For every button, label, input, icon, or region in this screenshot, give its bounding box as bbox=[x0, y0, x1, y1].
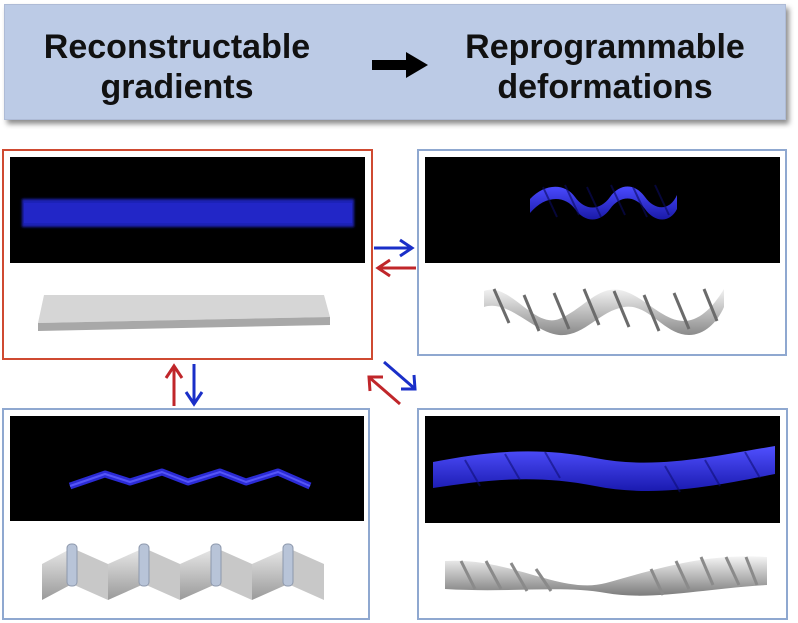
panel-twisted-ribbon bbox=[417, 408, 788, 620]
fluorescence-image-helix bbox=[425, 157, 780, 263]
title-right-line2: deformations bbox=[497, 68, 713, 106]
fluorescence-image-flat bbox=[10, 157, 365, 263]
flat-strip-glow bbox=[22, 199, 354, 227]
helix-glow bbox=[530, 184, 677, 220]
zigzag-glow bbox=[68, 468, 312, 490]
title-right: Reprogrammable deformations bbox=[445, 27, 765, 107]
down-arrow-blue-icon bbox=[184, 364, 204, 407]
panel-helix bbox=[417, 149, 787, 356]
title-left-line1: Reconstructable bbox=[43, 28, 311, 66]
twist-glow bbox=[433, 446, 775, 493]
fluorescence-image-twist bbox=[425, 416, 780, 523]
panel-flat-strip bbox=[2, 149, 373, 360]
flat-strip-model bbox=[38, 295, 330, 331]
left-arrow-red-icon bbox=[375, 258, 416, 278]
down-right-arrow-blue-icon bbox=[383, 360, 417, 391]
right-arrow-icon bbox=[372, 52, 428, 78]
up-arrow-red-icon bbox=[164, 363, 184, 406]
transition-arrows-right bbox=[374, 238, 416, 278]
title-left-line2: gradients bbox=[100, 68, 254, 106]
transition-arrows-diagonal bbox=[367, 360, 417, 406]
helix-model bbox=[484, 288, 724, 336]
title-left: Reconstructable gradients bbox=[27, 27, 327, 107]
title-banner: Reconstructable gradients Reprogrammable… bbox=[4, 4, 786, 120]
twisted-ribbon-model bbox=[445, 556, 767, 596]
title-right-line1: Reprogrammable bbox=[465, 28, 745, 66]
transition-arrows-vertical bbox=[164, 363, 204, 407]
fluorescence-image-zigzag bbox=[10, 416, 364, 521]
panel-zigzag bbox=[2, 408, 370, 620]
up-left-arrow-red-icon bbox=[367, 375, 401, 406]
zigzag-model bbox=[42, 543, 324, 600]
right-arrow-blue-icon bbox=[374, 238, 415, 258]
